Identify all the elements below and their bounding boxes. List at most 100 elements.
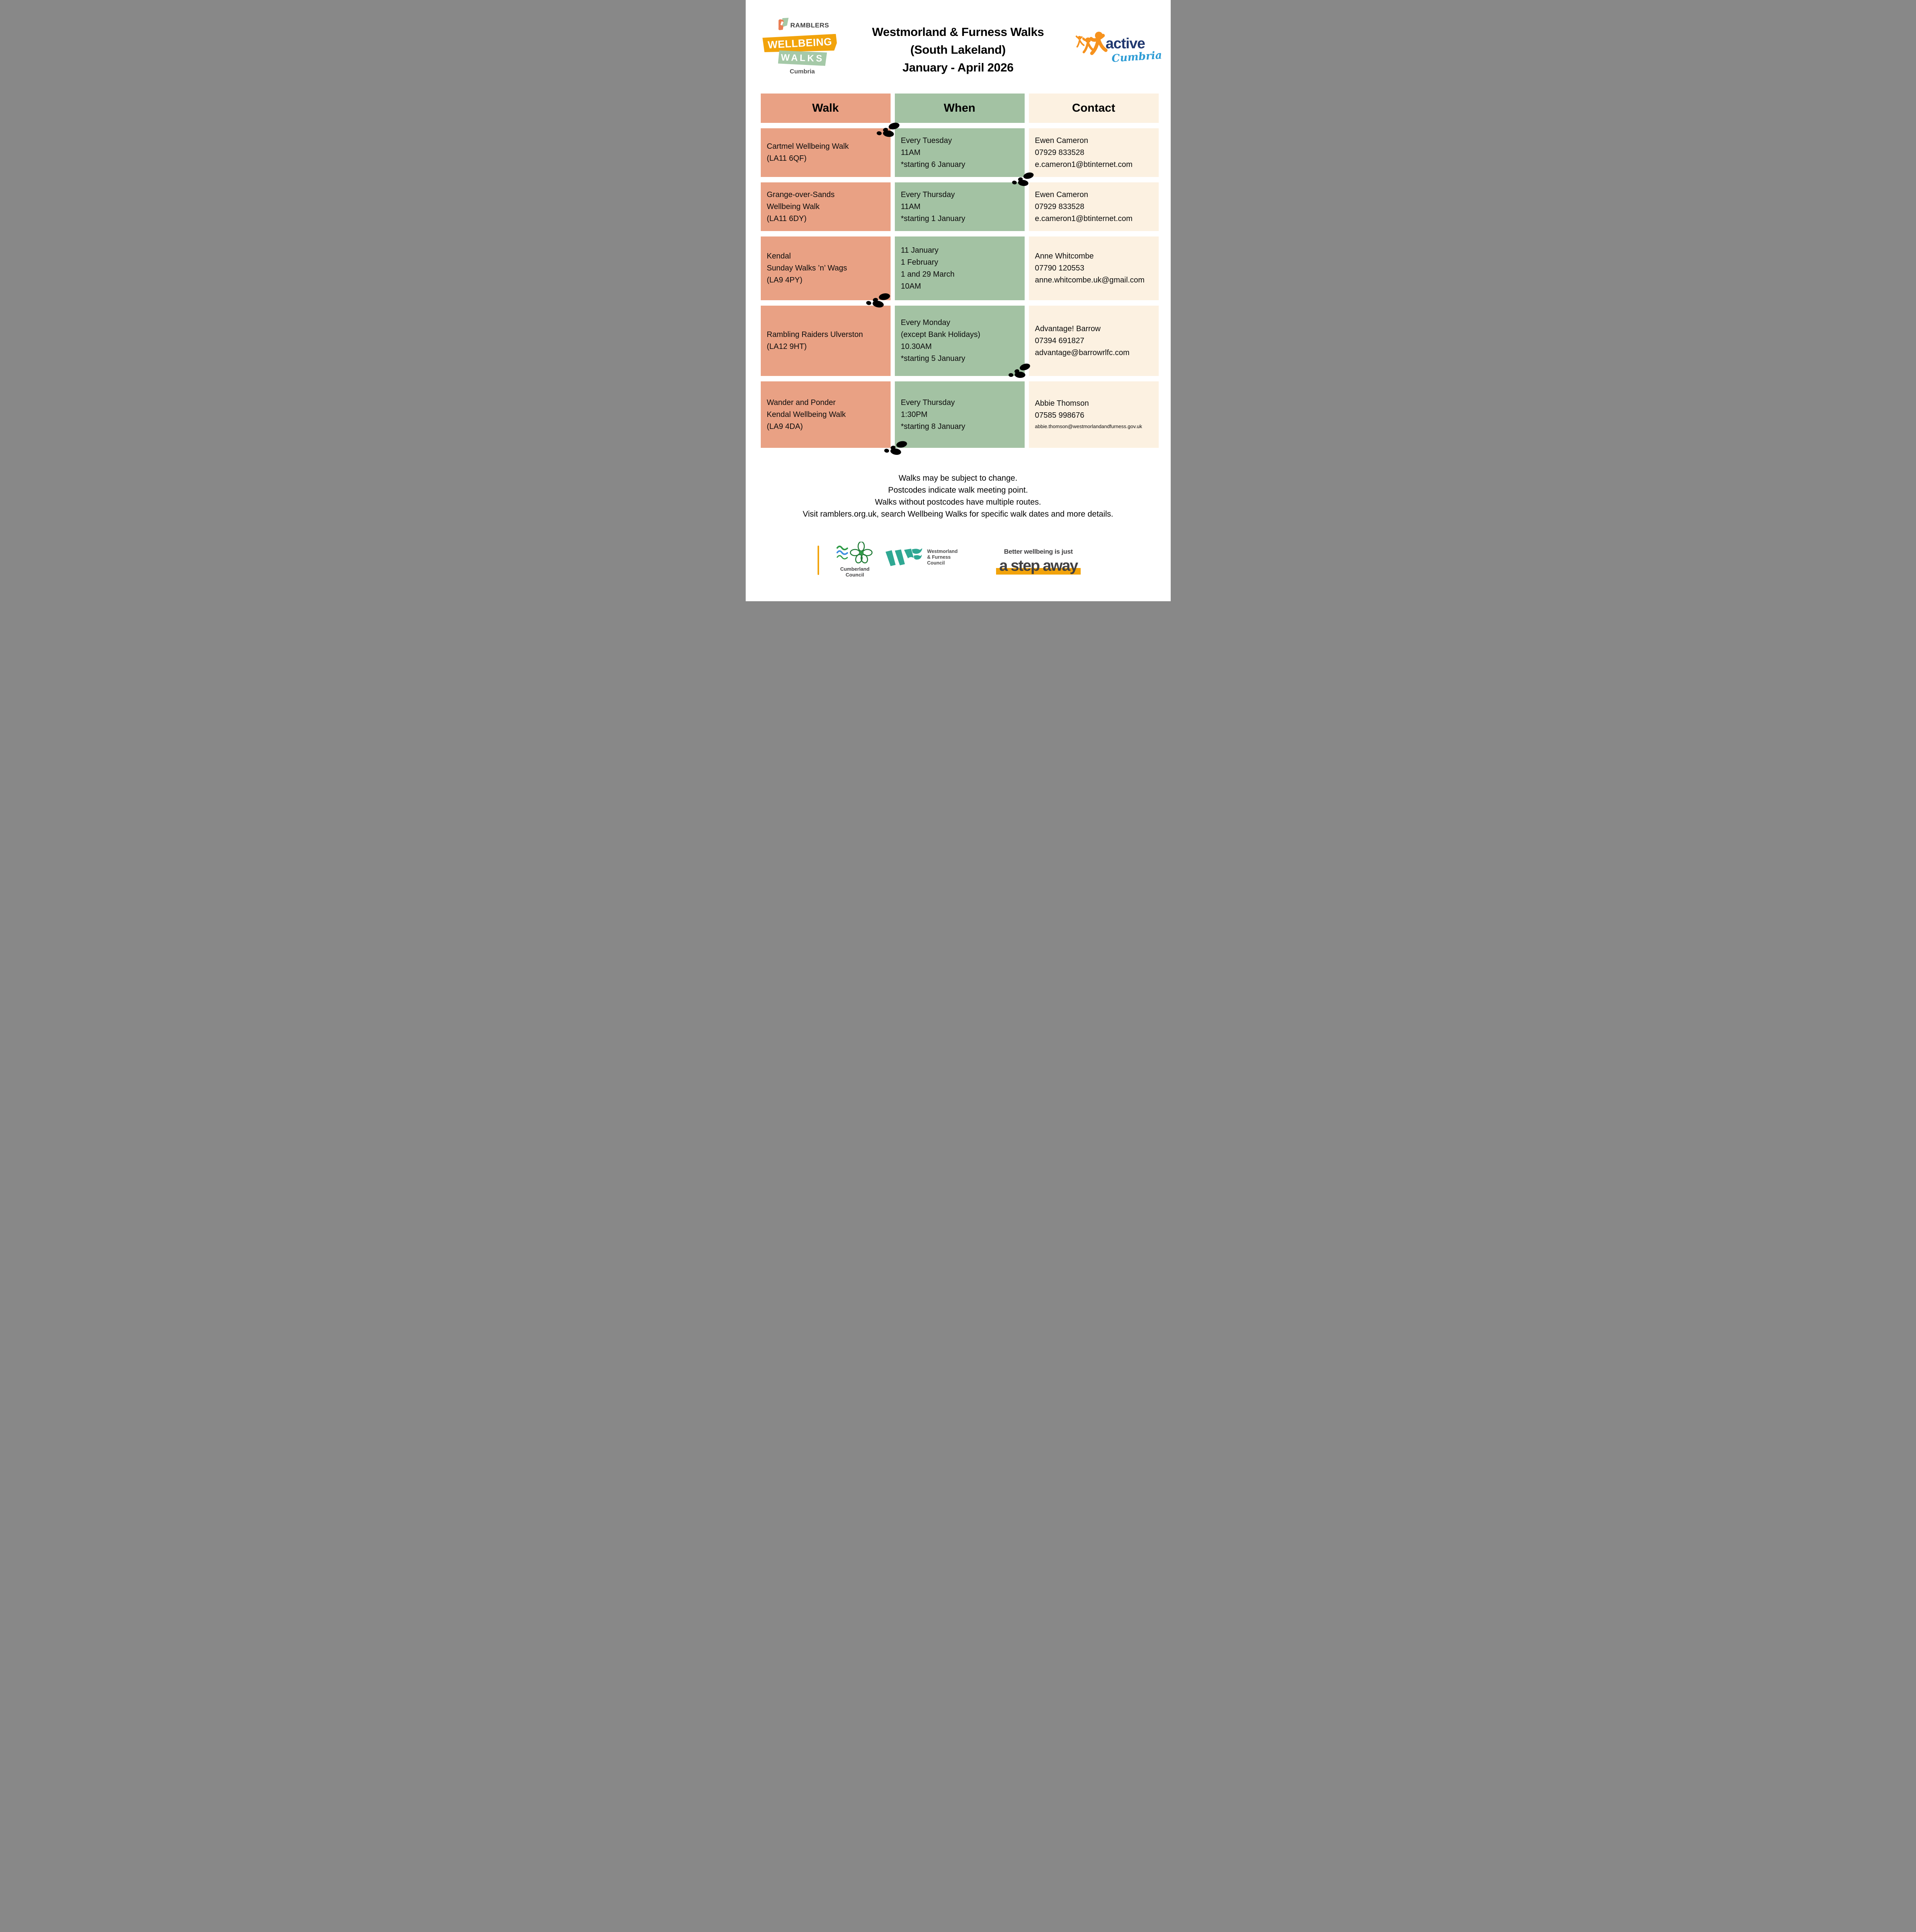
column-header-walk: Walk <box>760 94 891 123</box>
footprints-icon <box>1008 172 1036 187</box>
footprints-icon <box>1003 362 1034 381</box>
when-line: 10AM <box>901 282 921 291</box>
title-line-3: January - April 2026 <box>902 61 1014 74</box>
table-cell-walk: Rambling Raiders Ulverston (LA12 9HT) <box>760 306 891 376</box>
tagline-highlight-bar <box>996 568 1081 575</box>
active-figures-icon <box>1075 29 1110 68</box>
wf-name-line2: & Furness <box>927 554 951 560</box>
contact-line: 07929 833528 <box>1035 202 1085 211</box>
when-line: Every Thursday <box>901 398 955 407</box>
contact-line: e.cameron1@btinternet.com <box>1035 214 1133 223</box>
walk-line: (LA11 6DY) <box>767 214 807 223</box>
contact-line: anne.whitcombe.uk@gmail.com <box>1035 276 1145 284</box>
table-cell-contact: Ewen Cameron 07929 833528 e.cameron1@btint… <box>1029 128 1159 177</box>
contact-line: Ewen Cameron <box>1035 136 1088 145</box>
when-line: 10.30AM <box>901 342 932 351</box>
footprints-icon <box>861 291 893 310</box>
contact-line: Advantage! Barrow <box>1035 324 1101 333</box>
walk-line: Kendal Wellbeing Walk <box>767 410 846 419</box>
title-line-2: (South Lakeland) <box>910 43 1006 56</box>
orange-edge-mark <box>817 546 819 575</box>
walk-line: Kendal <box>767 252 791 260</box>
note-line: Walks may be subject to change. <box>898 474 1018 483</box>
walk-line: Wander and Ponder <box>767 398 836 407</box>
wf-mark-icon <box>885 548 923 570</box>
table-cell-contact: Anne Whitcombe 07790 120553 anne.whitcombe… <box>1029 236 1159 300</box>
when-line: (except Bank Holidays) <box>901 330 981 339</box>
ramblers-r-icon <box>777 18 789 33</box>
note-line: Postcodes indicate walk meeting point. <box>888 486 1028 495</box>
walk-line: (LA12 9HT) <box>767 342 807 351</box>
tagline-line2: a step away <box>999 557 1078 574</box>
walk-line: Grange-over-Sands <box>767 190 835 199</box>
when-line: 1 and 29 March <box>901 270 955 279</box>
active-wordmark: active <box>1105 36 1146 52</box>
column-header-when: When <box>894 94 1025 123</box>
column-header-contact: Contact <box>1029 94 1159 123</box>
contact-line: Anne Whitcombe <box>1035 252 1094 260</box>
note-line: Walks without postcodes have multiple ro… <box>875 498 1041 507</box>
when-line: *starting 8 January <box>901 422 966 431</box>
cumberland-council-logo: Cumberland Council <box>834 541 876 578</box>
ramblers-brand-text: RAMBLERS <box>790 21 829 29</box>
when-line: *starting 5 January <box>901 354 966 363</box>
walk-line: Sunday Walks ’n’ Wags <box>767 264 847 272</box>
table-cell-when: Every Tuesday 11AM *starting 6 January <box>894 128 1025 177</box>
contact-line: 07585 998676 <box>1035 411 1085 420</box>
poster-page: RAMBLERS WELLBEING WALKS Cumbria Westmor… <box>745 0 1171 601</box>
note-line: Visit ramblers.org.uk, search Wellbeing … <box>802 510 1114 519</box>
footer-notes: Walks may be subject to change. Postcodes… <box>746 472 1171 520</box>
walk-line: Wellbeing Walk <box>767 202 820 211</box>
walk-line: (LA9 4PY) <box>767 276 802 284</box>
when-line: *starting 1 January <box>901 214 966 223</box>
contact-line: 07394 691827 <box>1035 336 1085 345</box>
walk-line: (LA9 4DA) <box>767 422 803 431</box>
table-cell-contact: Abbie Thomson 07585 998676 abbie.thomson@w… <box>1029 381 1159 448</box>
when-line: Every Thursday <box>901 190 955 199</box>
contact-line: Abbie Thomson <box>1035 399 1089 408</box>
footprints-icon <box>879 439 910 457</box>
table-cell-when: Every Monday (except Bank Holidays) 10.30A… <box>894 306 1025 376</box>
table-cell-when: Every Thursday 1:30PM *starting 8 January <box>894 381 1025 448</box>
ramblers-wellbeing-walks-logo: RAMBLERS WELLBEING WALKS Cumbria <box>763 18 840 75</box>
wf-name-line1: Westmorland <box>927 549 958 554</box>
contact-line: 07790 120553 <box>1035 264 1085 272</box>
when-line: *starting 6 January <box>901 160 966 169</box>
walk-line: Cartmel Wellbeing Walk <box>767 142 849 151</box>
table-cell-when: 11 January 1 February 1 and 29 March 10AM <box>894 236 1025 300</box>
when-line: 11AM <box>901 148 921 157</box>
when-line: 11 January <box>901 246 938 255</box>
contact-line: e.cameron1@btinternet.com <box>1035 160 1133 169</box>
when-line: Every Monday <box>901 318 950 327</box>
table-cell-contact: Ewen Cameron 07929 833528 e.cameron1@btint… <box>1029 182 1159 231</box>
wf-council-logo: Westmorland & Furness Council <box>885 548 958 570</box>
contact-line: 07929 833528 <box>1035 148 1085 157</box>
table-cell-walk: Cartmel Wellbeing Walk (LA11 6QF) <box>760 128 891 177</box>
step-away-tagline: Better wellbeing is just a step away <box>988 548 1089 575</box>
when-line: Every Tuesday <box>901 136 952 145</box>
footprints-icon <box>872 122 902 139</box>
contact-line: abbie.thomson@westmorlandandfurness.gov.… <box>1035 423 1142 429</box>
wf-name-line3: Council <box>927 560 945 566</box>
tagline-line1: Better wellbeing is just <box>1004 548 1073 555</box>
when-line: 11AM <box>901 202 921 211</box>
walk-line: Rambling Raiders Ulverston <box>767 330 863 339</box>
ramblers-region-text: Cumbria <box>790 68 815 75</box>
cumberland-name-line1: Cumberland <box>840 566 870 572</box>
cumberland-name-line2: Council <box>845 572 864 578</box>
cumberland-flower-icon <box>836 541 874 565</box>
when-line: 1:30PM <box>901 410 928 419</box>
when-line: 1 February <box>901 258 938 267</box>
page-title: Westmorland & Furness Walks (South Lakel… <box>746 23 1171 77</box>
table-cell-contact: Advantage! Barrow 07394 691827 advantage@b… <box>1029 306 1159 376</box>
table-cell-when: Every Thursday 11AM *starting 1 January <box>894 182 1025 231</box>
title-line-1: Westmorland & Furness Walks <box>872 25 1044 39</box>
contact-line: advantage@barrowrlfc.com <box>1035 348 1130 357</box>
walk-line: (LA11 6QF) <box>767 154 807 163</box>
active-cumbria-logo: active Cumbria <box>1075 20 1162 68</box>
contact-line: Ewen Cameron <box>1035 190 1088 199</box>
